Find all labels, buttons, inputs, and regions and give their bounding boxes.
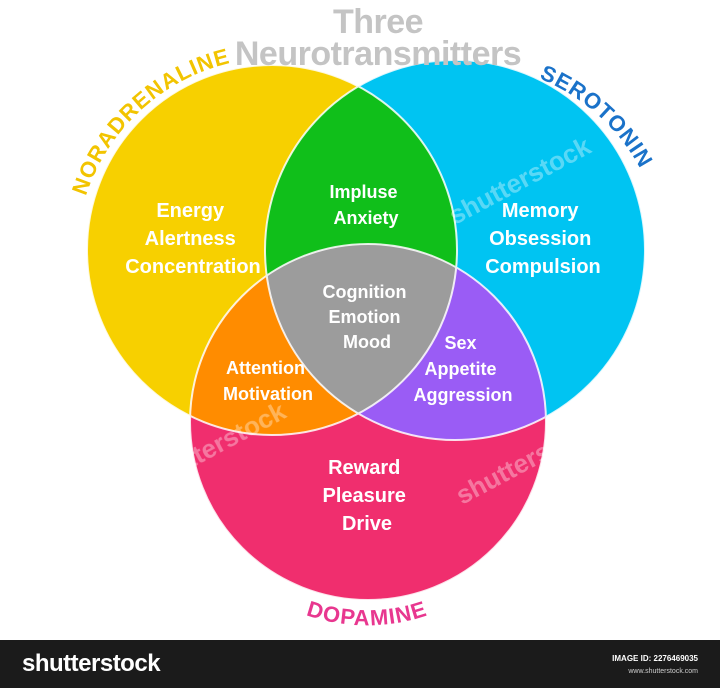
svg-text:Cognition Emotion: Cognition Emotion Mood [323,282,412,352]
all-three-text: Mood [343,332,391,352]
svg-text:Impluse Anxiety: Impluse Anxiety [329,182,402,228]
footer-image-id: IMAGE ID: 2276469035 [612,654,698,663]
svg-text:Attention Motivation: Attention Motivation [223,358,313,404]
serotonin-dopamine-text: Sex [444,333,476,353]
svg-text:Sex Appetite Aggre: Sex Appetite Aggression [413,333,512,405]
all-three-text: Emotion [328,307,400,327]
noradrenaline-serotonin-text: Anxiety [333,208,398,228]
noradrenaline-dopamine-text: Motivation [223,384,313,404]
svg-text:Memory Obsession C: Memory Obsession Compulsion [485,200,601,278]
footer-site: www.shutterstock.com [628,668,698,675]
svg-text:Reward Pleasure Dr: Reward Pleasure Drive [323,457,412,535]
dopamine-label: DOPAMINE [304,596,430,631]
dopamine-region-text: Reward [328,457,400,479]
noradrenaline-region-text: Energy [156,200,225,222]
noradrenaline-region-text: Alertness [145,228,236,250]
svg-text:Energy Alertness C: Energy Alertness Concentration [125,200,261,278]
serotonin-region-text: Memory [502,200,580,222]
noradrenaline-region-text: Concentration [125,256,261,278]
page-subtitle: Neurotransmitters [234,35,522,73]
noradrenaline-serotonin-text: Impluse [329,182,397,202]
footer-brand-logo: shutterstock [22,650,161,677]
all-three-text: Cognition [323,282,407,302]
serotonin-dopamine-text: Appetite [424,359,496,379]
page-title: Three [332,3,424,41]
venn-diagram: shutterstock shutterstock shutterstock E… [67,43,657,631]
dopamine-region-text: Drive [342,513,392,535]
noradrenaline-dopamine-text: Attention [226,358,305,378]
serotonin-region-text: Compulsion [485,256,601,278]
dopamine-region-text: Pleasure [323,485,406,507]
serotonin-dopamine-text: Aggression [413,385,512,405]
footer-bar: shutterstock IMAGE ID: 2276469035 www.sh… [0,640,720,688]
serotonin-region-text: Obsession [489,228,591,250]
